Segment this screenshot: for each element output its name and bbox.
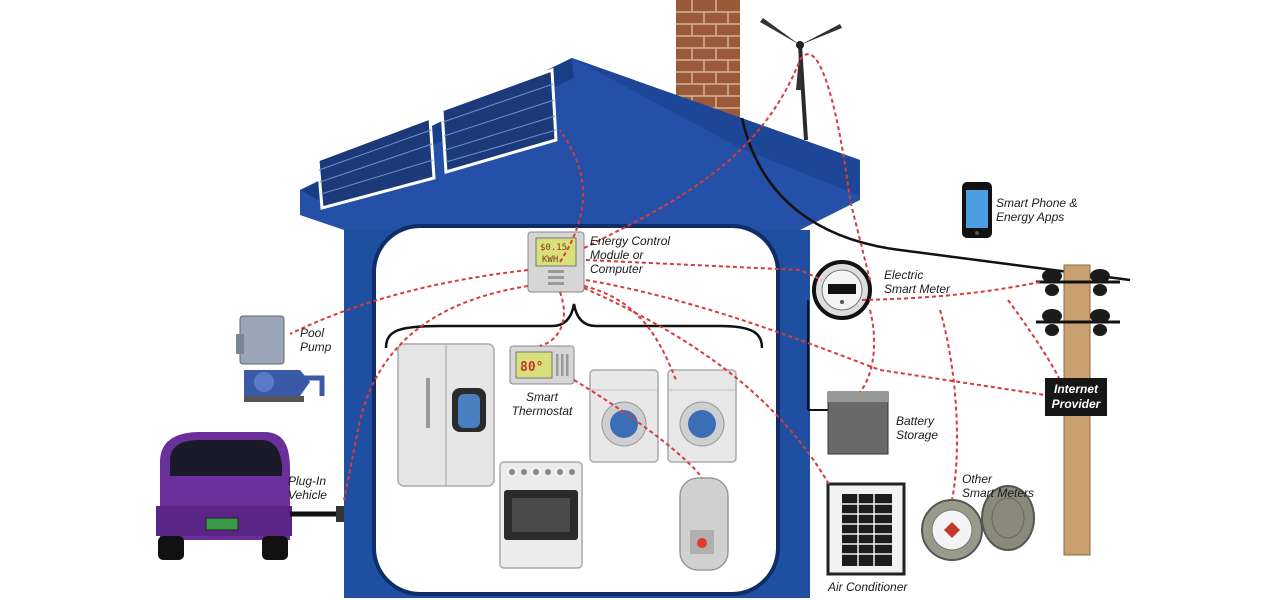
- pool-pump-label-line2: Pump: [300, 340, 332, 354]
- oven-icon: [499, 461, 583, 569]
- pool-pump-label-line1: Pool: [300, 326, 325, 340]
- battery-label-line2: Storage: [896, 428, 939, 442]
- washer-icon: [589, 369, 659, 463]
- smart-phone-label: Smart Phone & Energy Apps: [996, 196, 1077, 224]
- internet-provider-label-line2: Provider: [1051, 397, 1101, 411]
- energy-control-module-icon: $0.15 KWH: [527, 231, 585, 293]
- plug-in-vehicle-label-line2: Vehicle: [288, 488, 327, 502]
- thermostat-icon: 80°: [509, 345, 575, 385]
- thermostat-label: Smart Thermostat: [510, 390, 574, 418]
- communication-lines: [289, 53, 1061, 501]
- electric-car-icon: [156, 432, 344, 560]
- energy-control-label-line1: Energy Control: [590, 234, 671, 248]
- refrigerator-icon: [397, 343, 495, 487]
- pool-pump-label: Pool Pump: [300, 326, 331, 354]
- thermostat-label-line2: Thermostat: [511, 404, 573, 418]
- wind-turbine: [760, 18, 842, 141]
- control-price-text: $0.15: [540, 243, 567, 253]
- thermostat-temp-text: 80°: [520, 360, 543, 375]
- power-line: [740, 117, 1131, 282]
- other-meters-label-line2: Smart Meters: [962, 486, 1035, 500]
- control-unit-text: KWH: [542, 255, 558, 265]
- electric-meter-icon: [812, 260, 872, 320]
- battery-label: Battery Storage: [896, 414, 938, 442]
- battery-label-line1: Battery: [896, 414, 935, 428]
- thermostat-label-line1: Smart: [525, 390, 558, 404]
- appliances-brace: [384, 303, 764, 349]
- energy-control-label: Energy Control Module or Computer: [590, 234, 670, 276]
- plug-in-vehicle-label-line1: Plug-In: [288, 474, 327, 488]
- energy-control-label-line3: Computer: [590, 262, 643, 276]
- water-heater-icon: [679, 477, 729, 571]
- electric-meter-label-line1: Electric: [884, 268, 924, 282]
- internet-provider-label-line1: Internet: [1053, 382, 1098, 396]
- water-meter-icon: [921, 485, 1035, 561]
- solar-panels: [316, 67, 558, 210]
- electric-meter-label: Electric Smart Meter: [884, 268, 950, 296]
- other-meters-label-line1: Other: [962, 472, 993, 486]
- smart-phone-label-line2: Energy Apps: [996, 210, 1065, 224]
- other-meters-label: Other Smart Meters: [962, 472, 1034, 500]
- plug-in-vehicle-label: Plug-In Vehicle: [288, 474, 327, 502]
- battery-icon: [827, 391, 889, 455]
- smart-phone-label-line1: Smart Phone &: [996, 196, 1078, 210]
- smartphone-icon: [962, 182, 992, 238]
- air-conditioner-icon: [826, 482, 906, 576]
- pool-pump-icon: [236, 315, 325, 402]
- internet-provider-label: Internet Provider: [1045, 378, 1107, 416]
- air-conditioner-label: Air Conditioner: [828, 580, 908, 594]
- dryer-icon: [667, 369, 737, 463]
- electric-meter-label-line2: Smart Meter: [884, 282, 951, 296]
- energy-control-label-line2: Module or: [590, 248, 644, 262]
